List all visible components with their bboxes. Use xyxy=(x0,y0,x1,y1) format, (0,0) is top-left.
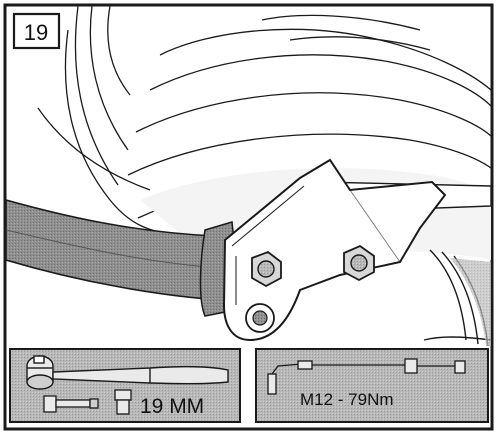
torque-spec-label: M12 - 79Nm xyxy=(300,390,394,409)
tire-tread xyxy=(450,258,491,346)
bolt-right xyxy=(343,244,375,282)
bushing xyxy=(245,303,275,333)
ratchet-wrench-icon xyxy=(26,355,229,390)
mounting-bracket xyxy=(222,158,447,342)
torque-wrench-icon xyxy=(267,358,466,395)
torque-wrench-panel: M12 - 79Nm xyxy=(255,348,489,423)
step-number-box: 19 xyxy=(12,12,61,50)
bolt-left xyxy=(251,250,282,288)
leaf-spring-edge xyxy=(6,229,221,269)
wrench-tool-panel: 19 MM xyxy=(9,348,241,423)
step-number: 19 xyxy=(24,20,48,45)
extension-bar-icon xyxy=(43,395,99,413)
scene xyxy=(6,6,491,347)
socket-icon xyxy=(114,389,132,415)
wrench-size-label: 19 MM xyxy=(140,395,204,418)
